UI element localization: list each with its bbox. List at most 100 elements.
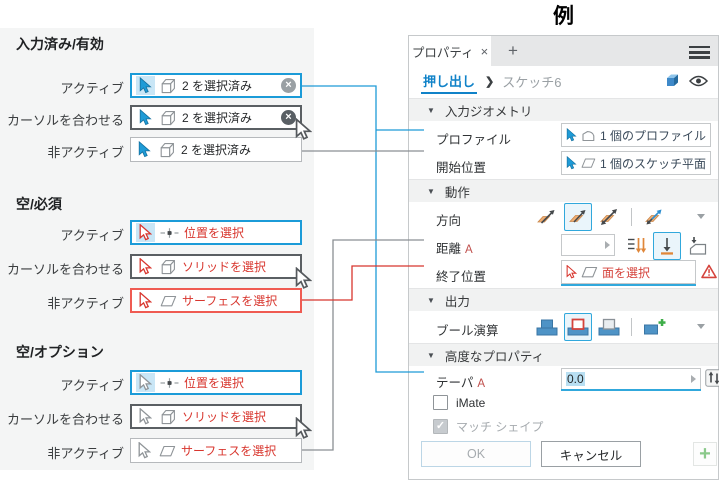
section-header-advanced[interactable]: ▼ 高度なプロパティ <box>409 343 718 366</box>
active-field-underline <box>561 388 701 391</box>
collapse-triangle-icon[interactable]: ▼ <box>427 105 435 115</box>
direction-symmetric-icon[interactable] <box>595 203 623 231</box>
boolean-join-icon[interactable] <box>533 313 561 341</box>
selector-field-optional-idle[interactable]: サーフェスを選択 <box>130 438 302 463</box>
selector-field-optional-hover[interactable]: ソリッドを選択 <box>130 404 302 429</box>
selector-field-filled-idle[interactable]: 2 を選択済み <box>130 137 302 162</box>
distance-input[interactable] <box>561 234 615 256</box>
legend-heading-empty-optional: 空/オプション <box>16 344 104 360</box>
breadcrumb-feature-link[interactable]: 押し出し <box>421 70 478 94</box>
collapse-triangle-icon[interactable]: ▼ <box>427 295 435 305</box>
section-header-output[interactable]: ▼ 出力 <box>409 288 718 311</box>
boolean-dropdown-icon[interactable] <box>697 324 705 329</box>
legend-row-required-idle: 非アクティブ サーフェスを選択 <box>0 288 302 313</box>
direction-label: 方向 <box>436 214 462 228</box>
state-label: 非アクティブ <box>47 145 124 160</box>
state-label: カーソルを合わせる <box>6 412 124 427</box>
visibility-eye-icon[interactable] <box>689 75 708 87</box>
clear-selection-button[interactable]: × <box>281 78 296 93</box>
imate-checkbox-label: iMate <box>456 395 486 410</box>
figure-title: 例 <box>553 5 574 28</box>
legend-row-filled-active: アクティブ 2 を選択済み × <box>0 73 302 98</box>
ok-button[interactable]: OK <box>421 441 531 467</box>
properties-panel: プロパティ × + 押し出し ❯ スケッチ6 <box>408 35 719 480</box>
clear-selection-button[interactable]: × <box>281 110 296 125</box>
required-cursor-icon <box>136 223 155 242</box>
collapse-triangle-icon[interactable]: ▼ <box>427 350 435 360</box>
match-shape-checkbox[interactable]: ✓ <box>433 419 448 434</box>
match-shape-checkbox-row: ✓ マッチ シェイプ <box>433 418 543 435</box>
boolean-new-solid-icon[interactable] <box>640 313 668 341</box>
end-position-selector-field[interactable]: 面を選択 <box>561 260 696 286</box>
required-cursor-icon <box>136 257 155 276</box>
prompt-text: ソリッドを選択 <box>182 260 267 274</box>
prompt-text: サーフェスを選択 <box>182 294 278 308</box>
select-cursor-icon <box>135 140 154 159</box>
extent-to-icon[interactable] <box>653 232 681 260</box>
extent-distance-icon[interactable] <box>622 232 650 260</box>
taper-input[interactable]: 0.0 <box>561 368 701 391</box>
tab-label: プロパティ <box>411 45 474 60</box>
panel-tab-bar: プロパティ × + <box>409 36 718 66</box>
tab-properties[interactable]: プロパティ × <box>409 36 491 66</box>
selector-field-filled-hover[interactable]: 2 を選択済み × <box>130 105 302 130</box>
section-header-behavior[interactable]: ▼ 動作 <box>409 179 718 202</box>
legend-row-optional-idle: 非アクティブ サーフェスを選択 <box>0 438 302 463</box>
direction-flipped-icon[interactable] <box>564 203 592 231</box>
state-label: アクティブ <box>60 378 124 393</box>
direction-dropdown-icon[interactable] <box>697 214 705 219</box>
distance-parameter-badge: A <box>465 244 473 256</box>
profile-shape-icon <box>581 129 596 142</box>
collapse-triangle-icon[interactable]: ▼ <box>427 186 435 196</box>
taper-value-selected: 0.0 <box>566 372 585 386</box>
imate-checkbox[interactable] <box>433 395 448 410</box>
flip-direction-icon[interactable] <box>705 369 719 387</box>
direction-asymmetric-icon[interactable] <box>640 203 668 231</box>
new-tab-button[interactable]: + <box>508 41 518 60</box>
legend-row-filled-hover: カーソルを合わせる 2 を選択済み × <box>0 105 302 130</box>
start-position-selector-field[interactable]: 1 個のスケッチ平面 <box>561 151 711 175</box>
input-expand-arrow-icon[interactable] <box>691 375 696 383</box>
prompt-text: 位置を選択 <box>184 226 245 240</box>
add-feature-button[interactable]: + <box>693 442 717 466</box>
extent-shape-icon[interactable] <box>684 232 712 260</box>
extent-options <box>622 232 712 260</box>
selection-count-text: 2 を選択済み <box>181 143 252 157</box>
icon-separator <box>631 318 632 336</box>
selector-field-required-idle[interactable]: サーフェスを選択 <box>130 288 302 313</box>
solid-body-icon[interactable] <box>664 73 680 89</box>
boolean-cut-icon[interactable] <box>564 313 592 341</box>
state-label: カーソルを合わせる <box>6 262 124 277</box>
tab-close-icon[interactable]: × <box>480 43 489 59</box>
state-label: カーソルを合わせる <box>6 113 124 128</box>
required-cursor-icon <box>136 291 155 310</box>
selector-field-filled-active[interactable]: 2 を選択済み × <box>130 73 302 98</box>
input-expand-arrow-icon[interactable] <box>605 241 610 249</box>
face-icon <box>581 266 598 278</box>
sketch-plane-icon <box>581 157 596 169</box>
profile-selector-field[interactable]: 1 個のプロファイル <box>561 123 711 147</box>
section-header-input-geometry[interactable]: ▼ 入力ジオメトリ <box>409 98 718 121</box>
legend-row-optional-hover: カーソルを合わせる ソリッドを選択 <box>0 404 302 429</box>
required-cursor-icon <box>566 265 577 279</box>
hamburger-menu-icon[interactable] <box>689 43 710 62</box>
breadcrumb-sketch-item[interactable]: スケッチ6 <box>502 75 562 90</box>
state-label: 非アクティブ <box>47 446 124 461</box>
selection-states-legend: 入力済み/有効 アクティブ 2 を選択済み × カーソルを合わせる 2 を選択済… <box>0 28 314 470</box>
select-cursor-icon <box>136 76 155 95</box>
start-position-label: 開始位置 <box>436 161 487 175</box>
point-crosshair-icon <box>160 226 179 240</box>
legend-row-filled-idle: 非アクティブ 2 を選択済み <box>0 137 302 162</box>
direction-default-icon[interactable] <box>533 203 561 231</box>
selector-field-required-hover[interactable]: ソリッドを選択 <box>130 254 302 279</box>
selector-field-required-active[interactable]: 位置を選択 <box>130 220 302 245</box>
selector-field-optional-active[interactable]: 位置を選択 <box>130 370 302 395</box>
cancel-button[interactable]: キャンセル <box>541 441 641 467</box>
legend-heading-empty-required: 空/必須 <box>16 196 62 212</box>
boolean-intersect-icon[interactable] <box>595 313 623 341</box>
select-cursor-icon <box>136 108 155 127</box>
end-position-label: 終了位置 <box>436 270 487 284</box>
